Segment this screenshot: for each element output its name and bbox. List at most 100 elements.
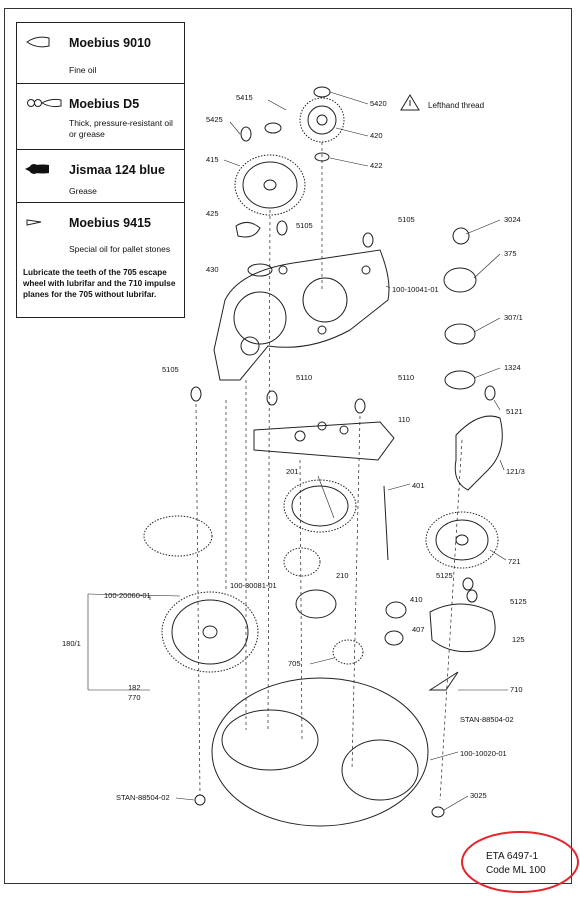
wheel-201	[283, 479, 357, 533]
legend-item-desc: Thick, pressure-resistant oil or grease	[69, 118, 173, 139]
label-375: 375	[504, 249, 517, 258]
barrel-182	[161, 591, 259, 673]
thick-oil-drops-icon	[27, 98, 62, 108]
part-401	[383, 485, 389, 561]
legend-item-desc: Grease	[69, 186, 97, 196]
label-420: 420	[370, 131, 383, 140]
screw-5110a	[266, 390, 278, 406]
label-201: 201	[286, 467, 299, 476]
label-721: 721	[508, 557, 521, 566]
screw-5105	[276, 220, 288, 236]
stamp-line-2: Code ML 100	[486, 865, 546, 876]
label-121-3: 121/3	[506, 467, 525, 476]
label-1324: 1324	[504, 363, 521, 372]
wheel-100-30081-01	[295, 589, 337, 619]
lefthand-thread-warning: Lefthand thread	[428, 101, 485, 110]
label-710: 710	[510, 685, 523, 694]
label-stan-88504-02-b: STAN-88504-02	[116, 793, 170, 802]
part-407	[384, 630, 404, 646]
bridge-110	[253, 421, 395, 461]
screw-3025	[431, 806, 445, 818]
bridge-100-10041-01	[213, 249, 390, 381]
wheel-415	[234, 154, 306, 216]
label-5425: 5425	[206, 115, 223, 124]
label-stan-88504-02-a: STAN-88504-02	[460, 715, 514, 724]
label-100-10020-01: 100-10020-01	[460, 749, 507, 758]
label-3024: 3024	[504, 215, 521, 224]
legend-item-desc: Fine oil	[69, 65, 97, 75]
label-110: 110	[398, 415, 410, 424]
label-5105-b: 5105	[398, 215, 415, 224]
label-5125-b: 5125	[510, 597, 527, 606]
part-labels: 5415 5420 5425 420 422 415 425 5105 5105…	[62, 93, 527, 802]
label-5105-c: 5105	[162, 365, 179, 374]
screw-5415	[264, 122, 282, 134]
part-3024	[452, 227, 470, 245]
warning-icon	[400, 94, 420, 111]
label-401: 401	[412, 481, 425, 490]
label-100-10041-01: 100-10041-01	[392, 285, 439, 294]
part-375	[443, 267, 477, 293]
part-1324	[444, 370, 476, 390]
label-5110-a: 5110	[296, 373, 312, 382]
label-125: 125	[512, 635, 525, 644]
part-125	[429, 603, 496, 653]
label-100-30081-01: 100-30081-01	[230, 581, 277, 590]
legend-item-desc: Special oil for pallet stones	[69, 244, 171, 254]
part-425	[235, 222, 261, 238]
legend-item-name: Jismaa 124 blue	[69, 163, 165, 177]
screw-5105c	[190, 386, 202, 402]
mainplate-100-10020-01	[211, 677, 429, 827]
part-5425	[240, 126, 252, 142]
pallet-oil-drop-icon	[26, 219, 42, 226]
fine-oil-drop-icon	[26, 36, 50, 48]
legend-item-moebius-9415: Moebius 9415 Special oil for pallet ston…	[17, 203, 184, 261]
legend-item-name: Moebius 9010	[69, 36, 151, 50]
screw-5121	[484, 385, 496, 401]
label-100-20060-01: 100-20060-01	[104, 591, 151, 600]
grease-drop-icon	[25, 164, 49, 174]
label-5105-a: 5105	[296, 221, 313, 230]
escape-wheel-705	[332, 639, 364, 665]
label-422: 422	[370, 161, 383, 170]
label-5125-a: 5125	[436, 571, 453, 580]
label-182: 182	[128, 683, 141, 692]
label-180-1: 180/1	[62, 639, 81, 648]
part-307-1	[444, 323, 476, 345]
label-5110-b: 5110	[398, 373, 414, 382]
label-5415: 5415	[236, 93, 253, 102]
label-430: 430	[206, 265, 219, 274]
label-5121: 5121	[506, 407, 523, 416]
label-415: 415	[206, 155, 219, 164]
legend-item-name: Moebius 9415	[69, 216, 151, 230]
lubricant-legend: Moebius 9010 Fine oil Moebius D5 Thick, …	[16, 22, 185, 318]
legend-item-jismaa-124: Jismaa 124 blue Grease	[17, 150, 184, 203]
part-410	[385, 601, 407, 619]
wheel-210	[283, 547, 321, 577]
pallet-710	[428, 671, 459, 691]
label-410: 410	[410, 595, 423, 604]
part-121-3	[454, 415, 503, 491]
screw-5110b	[354, 398, 366, 414]
legend-item-moebius-d5: Moebius D5 Thick, pressure-resistant oil…	[17, 84, 184, 150]
label-307-1: 307/1	[504, 313, 523, 322]
legend-item-moebius-9010: Moebius 9010 Fine oil	[17, 23, 184, 84]
legend-item-name: Moebius D5	[69, 97, 140, 111]
wheel-left	[143, 515, 213, 557]
label-705: 705	[288, 659, 301, 668]
label-425: 425	[206, 209, 219, 218]
label-407: 407	[412, 625, 425, 634]
screw-5105b	[362, 232, 374, 248]
spring-430	[247, 263, 273, 277]
label-5420: 5420	[370, 99, 387, 108]
movement-code-stamp: ETA 6497-1 Code ML 100	[486, 850, 546, 878]
stamp-line-1: ETA 6497-1	[486, 851, 539, 862]
label-770: 770	[128, 693, 141, 702]
label-3025: 3025	[470, 791, 487, 800]
lubrication-note: Lubricate the teeth of the 705 escape wh…	[23, 268, 176, 299]
label-210: 210	[336, 571, 349, 580]
balance-721	[425, 511, 499, 569]
drawing-frame	[4, 8, 572, 884]
